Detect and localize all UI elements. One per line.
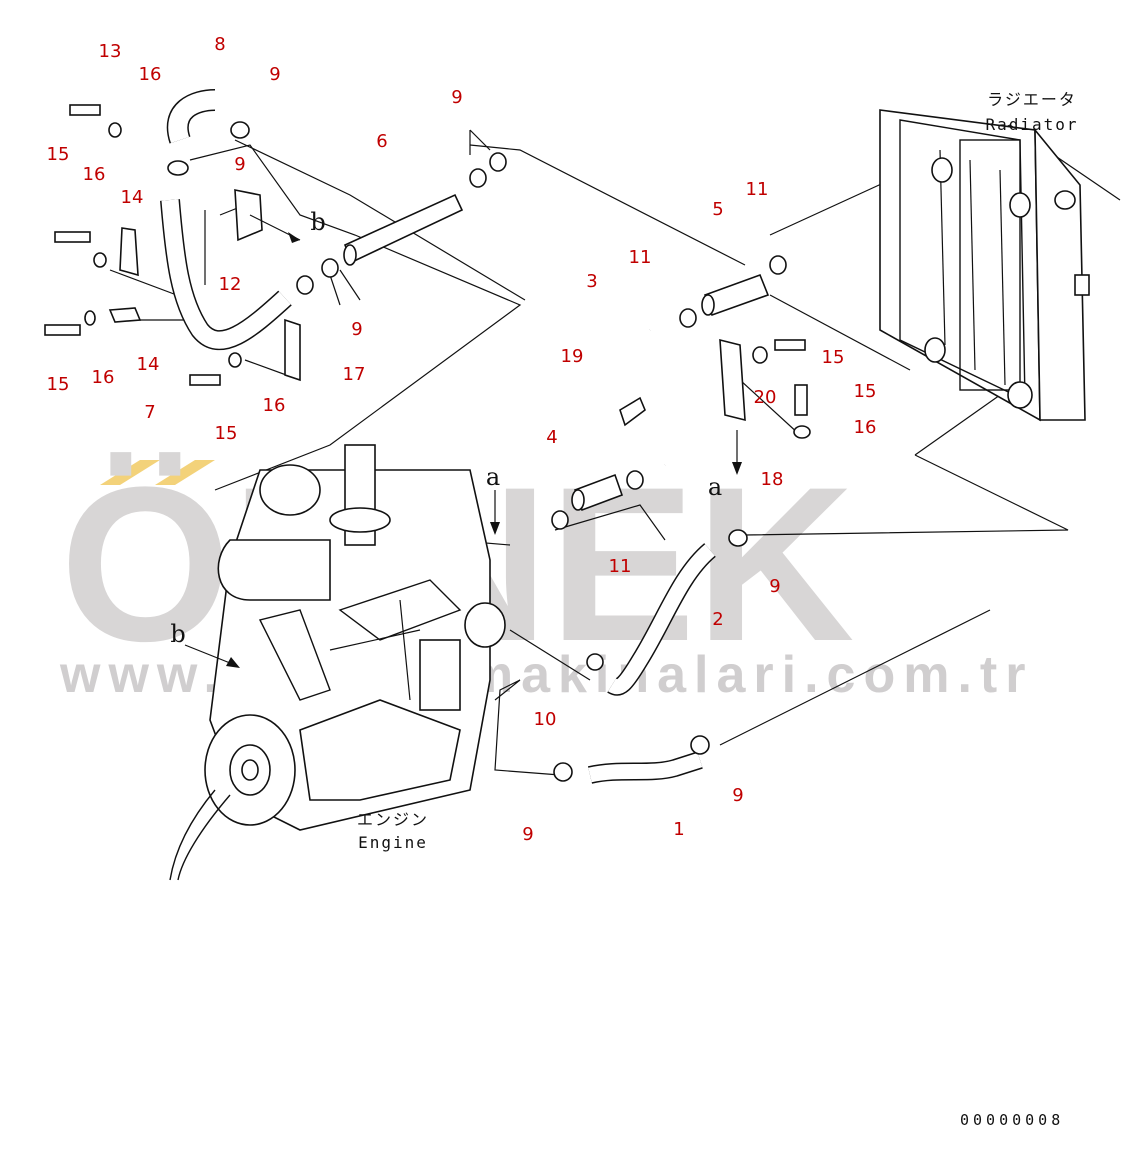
callout-number: 14 <box>121 187 144 208</box>
callout-number: 4 <box>546 427 557 448</box>
callout-number: 9 <box>732 785 743 806</box>
callout-number: 9 <box>269 64 280 85</box>
callout-number: 14 <box>137 354 160 375</box>
callout-number: 3 <box>586 271 597 292</box>
engine <box>169 444 506 881</box>
callout-number: 8 <box>214 34 225 55</box>
callout-number: 9 <box>522 824 533 845</box>
callout-number: 12 <box>219 274 242 295</box>
ref-b-top: b <box>310 208 325 236</box>
washers <box>84 122 811 439</box>
watermark-accent-right <box>155 460 215 485</box>
callout-number: 1 <box>673 819 684 840</box>
callout-number: 9 <box>769 576 780 597</box>
callout-number: 16 <box>92 367 115 388</box>
callout-number: 9 <box>234 154 245 175</box>
callout-number: 16 <box>139 64 162 85</box>
watermark: ÖRNEK www.ornekismakinalari.com.tr <box>59 441 1033 704</box>
callout-number: 15 <box>822 347 845 368</box>
callout-number: 9 <box>451 87 462 108</box>
fitting-19 <box>619 396 646 427</box>
callout-number: 15 <box>215 423 238 444</box>
callout-number: 15 <box>47 374 70 395</box>
callout-number: 11 <box>609 556 632 577</box>
callout-number: 11 <box>629 247 652 268</box>
ref-a-left: a <box>486 463 500 491</box>
callout-number: 16 <box>263 395 286 416</box>
engine-label-jp: エンジン <box>357 810 429 829</box>
radiator <box>879 109 1090 422</box>
bolts <box>44 104 808 416</box>
drawing-code: 00000008 <box>960 1111 1064 1129</box>
callout-number: 15 <box>47 144 70 165</box>
callout-number: 5 <box>712 199 723 220</box>
callout-number: 6 <box>376 131 387 152</box>
clip-14b <box>108 307 142 323</box>
callout-number: 10 <box>534 709 557 730</box>
callout-number: 16 <box>854 417 877 438</box>
callout-number: 15 <box>854 381 877 402</box>
radiator-label-en: Radiator <box>985 115 1078 134</box>
ref-arrows <box>184 214 742 668</box>
callout-number: 9 <box>351 319 362 340</box>
hose-clamps <box>167 121 787 782</box>
callout-number: 20 <box>754 387 777 408</box>
engine-label-en: Engine <box>358 833 428 852</box>
watermark-accent-left <box>100 460 160 485</box>
callout-number: 17 <box>343 364 366 385</box>
callout-number: 2 <box>712 609 723 630</box>
callout-number: 16 <box>83 164 106 185</box>
ref-b-left: b <box>170 620 185 648</box>
callout-number: 18 <box>761 469 784 490</box>
hose-5 <box>703 273 770 317</box>
text-labels: ラジエータ Radiator エンジン Engine 00000008 b a … <box>170 90 1078 1129</box>
radiator-label-jp: ラジエータ <box>987 90 1077 109</box>
clip-14a <box>119 227 139 277</box>
bracket-12 <box>234 189 263 242</box>
callout-number: 19 <box>561 346 584 367</box>
callout-number: 11 <box>746 179 769 200</box>
bracket-17 <box>284 318 301 382</box>
ref-a-right: a <box>708 473 722 501</box>
bracket-18 <box>719 338 746 422</box>
callout-number: 13 <box>99 41 122 62</box>
callout-number: 7 <box>144 402 155 423</box>
watermark-url: www.ornekismakinalari.com.tr <box>59 646 1033 704</box>
parts <box>44 89 811 784</box>
